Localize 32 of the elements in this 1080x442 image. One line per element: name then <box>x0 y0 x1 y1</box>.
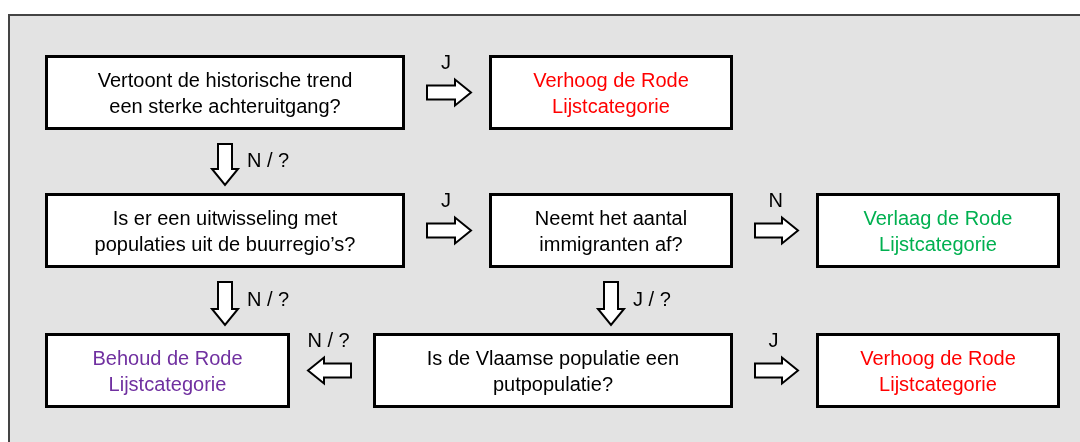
box-text: Verhoog de Rode Lijstcategorie <box>532 67 690 119</box>
box-text: Behoud de Rode Lijstcategorie <box>91 345 244 397</box>
decision-box <box>373 333 733 408</box>
edge-label: J <box>441 188 451 212</box>
edge-label: N / ? <box>307 328 350 352</box>
box-text: Is er een uitwisseling met populaties uit de buurregio’s? <box>93 205 357 257</box>
block-arrow <box>209 281 241 327</box>
box-text: Neemt het aantal immigranten af? <box>533 205 689 257</box>
block-arrow <box>209 143 241 187</box>
edge-label: N <box>768 188 783 212</box>
outcome-box <box>489 55 733 130</box>
block-arrow <box>754 355 800 386</box>
edge-label: N / ? <box>247 287 290 311</box>
edge-label: J / ? <box>633 287 671 311</box>
outcome-box <box>816 193 1060 268</box>
outcome-box <box>45 333 290 408</box>
decision-box <box>45 55 405 130</box>
edge-label: J <box>768 328 779 352</box>
block-arrow <box>754 215 800 246</box>
edge-label: J <box>441 50 451 74</box>
block-arrow <box>306 355 352 386</box>
edge-label: N / ? <box>247 148 290 172</box>
block-arrow <box>426 77 473 108</box>
decision-box <box>45 193 405 268</box>
box-text: Verlaag de Rode Lijstcategorie <box>862 205 1014 257</box>
decision-box <box>489 193 733 268</box>
outcome-box <box>816 333 1060 408</box>
box-text: Vertoont de historische trend een sterke achteruitgang? <box>96 67 354 119</box>
box-text: Is de Vlaamse populatie een putpopulatie? <box>425 345 681 397</box>
block-arrow <box>595 281 627 327</box>
block-arrow <box>426 215 473 246</box>
box-text: Verhoog de Rode Lijstcategorie <box>859 345 1017 397</box>
